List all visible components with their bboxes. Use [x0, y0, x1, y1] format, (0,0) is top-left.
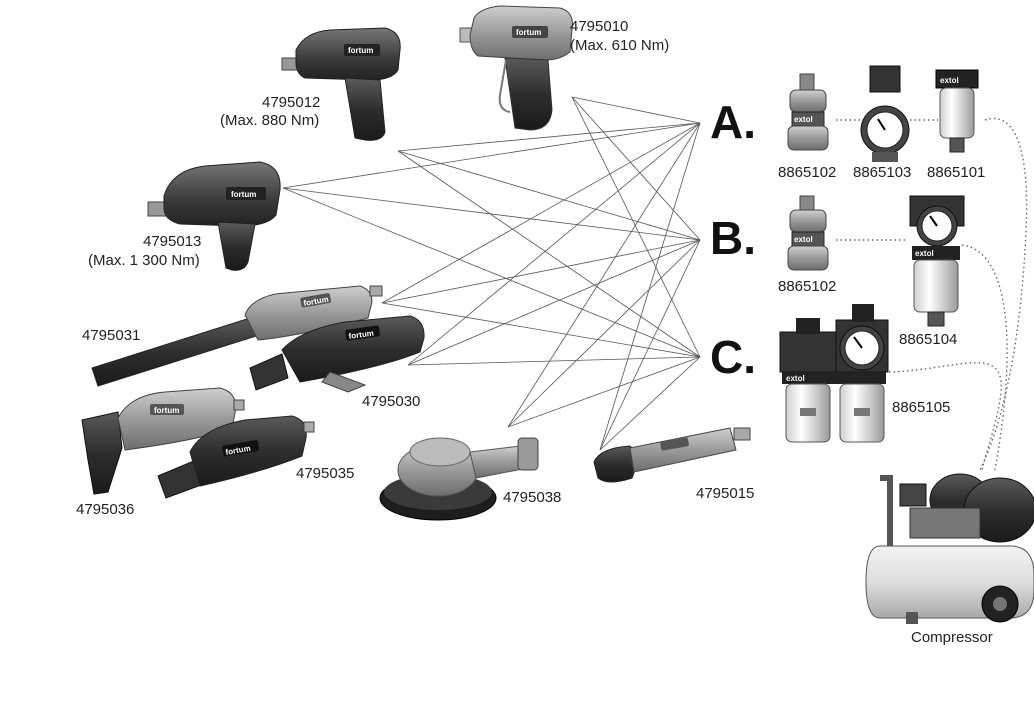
lubricator-8865102-b-image: extol: [787, 195, 829, 271]
regulator-8865103-image: [860, 65, 910, 162]
part-code-c-1: 8865105: [892, 399, 950, 416]
option-letter-c: C.: [710, 331, 756, 383]
tool-brand-logo: fortum: [225, 444, 252, 457]
tool-code-4795010: 4795010: [570, 18, 628, 35]
impact-wrench-4795012-image: fortum: [281, 27, 401, 141]
tool-code-4795035: 4795035: [296, 465, 354, 482]
tool-brand-logo: fortum: [303, 295, 330, 308]
unit-brand-logo: extol: [794, 115, 813, 124]
orbital-sander-4795038-image: [379, 437, 539, 521]
air-hoses: [836, 117, 1028, 471]
part-code-a-3: 8865101: [927, 164, 985, 181]
part-code-a-2: 8865103: [853, 164, 911, 181]
tool-code-4795036: 4795036: [76, 501, 134, 518]
unit-brand-logo: extol: [940, 76, 959, 85]
connection-lines: [282, 96, 701, 451]
tool-code-4795015: 4795015: [696, 485, 754, 502]
tool-code-4795038: 4795038: [503, 489, 561, 506]
tool-code-4795013: 4795013: [143, 233, 201, 250]
unit-brand-logo: extol: [915, 249, 934, 258]
tool-brand-logo: fortum: [231, 190, 256, 199]
tool-torque-4795010: (Max. 610 Nm): [570, 37, 669, 54]
tool-code-4795030: 4795030: [362, 393, 420, 410]
tool-torque-4795012: (Max. 880 Nm): [220, 112, 319, 129]
tool-brand-logo: fortum: [348, 46, 373, 55]
tool-brand-logo: fortum: [516, 28, 541, 37]
compressor-label: Compressor: [911, 629, 993, 646]
unit-brand-logo: extol: [786, 374, 805, 383]
part-code-b-1: 8865102: [778, 278, 836, 295]
lubricator-8865102-image: extol: [787, 73, 829, 151]
tool-code-4795012: 4795012: [262, 94, 320, 111]
option-letter-a: A.: [710, 96, 756, 148]
filter-regulator-8865104-image: extol: [909, 195, 965, 327]
part-code-a-1: 8865102: [778, 164, 836, 181]
tool-brand-logo: fortum: [348, 329, 374, 341]
tool-torque-4795013: (Max. 1 300 Nm): [88, 252, 200, 269]
die-grinder-4795030-image: fortum: [249, 315, 425, 393]
compressor-image: [865, 473, 1034, 624]
option-letter-b: B.: [710, 212, 756, 264]
part-code-b-2: 8865104: [899, 331, 957, 348]
die-grinder-4795031-image: fortum: [91, 285, 383, 387]
unit-brand-logo: extol: [794, 235, 813, 244]
filter-8865101-image: extol: [935, 69, 979, 153]
ratchet-wrench-4795015-image: [593, 427, 751, 483]
die-grinder-4795035-image: fortum: [157, 415, 315, 499]
impact-wrench-4795013-image: fortum: [147, 161, 281, 271]
tool-code-4795031: 4795031: [82, 327, 140, 344]
impact-wrench-4795010-image: fortum: [459, 5, 573, 131]
tool-brand-logo: fortum: [154, 406, 179, 415]
frl-unit-8865105-image: extol: [779, 304, 889, 443]
